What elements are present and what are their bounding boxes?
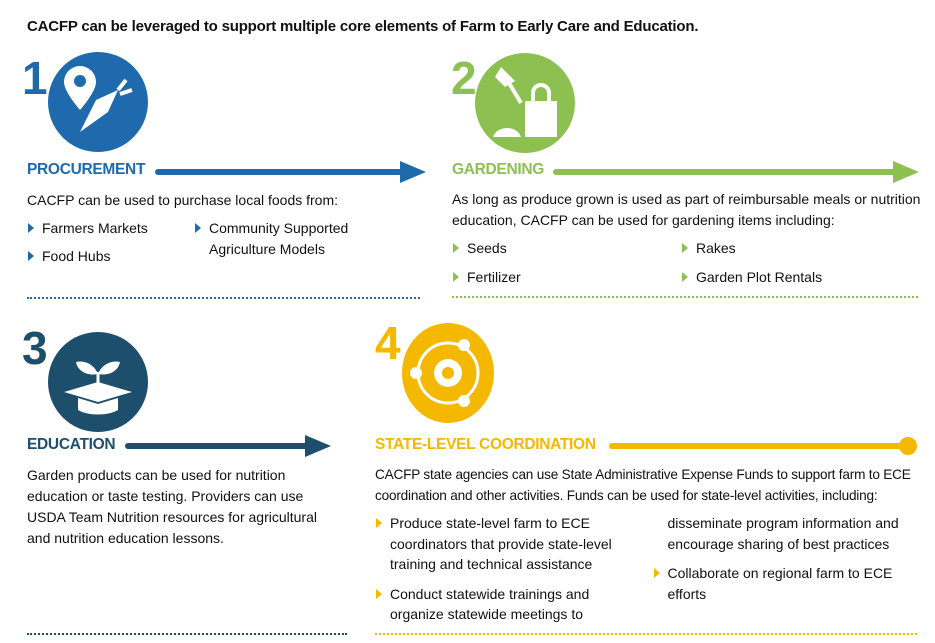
list-item: Seeds bbox=[452, 238, 507, 259]
divider bbox=[27, 633, 347, 635]
list-item: Garden Plot Rentals bbox=[681, 267, 822, 288]
list-item: Produce state-level farm to ECE coordina… bbox=[375, 513, 638, 575]
graduation-cap-sprout-icon bbox=[48, 332, 148, 432]
arrow bbox=[155, 161, 426, 183]
list-item: Rakes bbox=[681, 238, 736, 259]
list-item: Food Hubs bbox=[27, 246, 110, 267]
section-heading: STATE-LEVEL COORDINATION bbox=[375, 436, 596, 453]
arrow bbox=[553, 161, 919, 183]
divider bbox=[452, 296, 918, 298]
divider bbox=[375, 633, 917, 635]
section-intro: CACFP state agencies can use State Admin… bbox=[375, 467, 911, 503]
section-heading: EDUCATION bbox=[27, 436, 116, 453]
section-number: 3 bbox=[22, 322, 48, 374]
location-carrot-icon bbox=[48, 52, 148, 152]
list-item: Farmers Markets bbox=[27, 218, 148, 239]
trowel-bag-icon bbox=[475, 53, 575, 153]
bullet-list: Produce state-level farm to ECE coordina… bbox=[375, 513, 915, 635]
section-intro: Garden products can be used for nutritio… bbox=[27, 467, 317, 546]
list-item: Collaborate on regional farm to ECE effo… bbox=[653, 563, 916, 604]
section-intro: CACFP can be used to purchase local food… bbox=[27, 192, 339, 208]
section-number: 2 bbox=[451, 52, 477, 104]
list-item: Conduct statewide trainings and organize… bbox=[375, 513, 915, 635]
list-item: Community Supported Agriculture Models bbox=[194, 218, 379, 259]
section-heading: PROCUREMENT bbox=[27, 161, 146, 178]
arrow bbox=[125, 435, 331, 457]
connector-line bbox=[609, 437, 917, 455]
section-number: 1 bbox=[22, 52, 48, 104]
section-intro: As long as produce grown is used as part… bbox=[452, 191, 921, 228]
gear-network-icon bbox=[402, 323, 494, 423]
page-title: CACFP can be leveraged to support multip… bbox=[27, 18, 699, 35]
divider bbox=[27, 297, 420, 299]
section-heading: GARDENING bbox=[452, 161, 545, 178]
section-number: 4 bbox=[375, 317, 401, 369]
list-item: Fertilizer bbox=[452, 267, 521, 288]
